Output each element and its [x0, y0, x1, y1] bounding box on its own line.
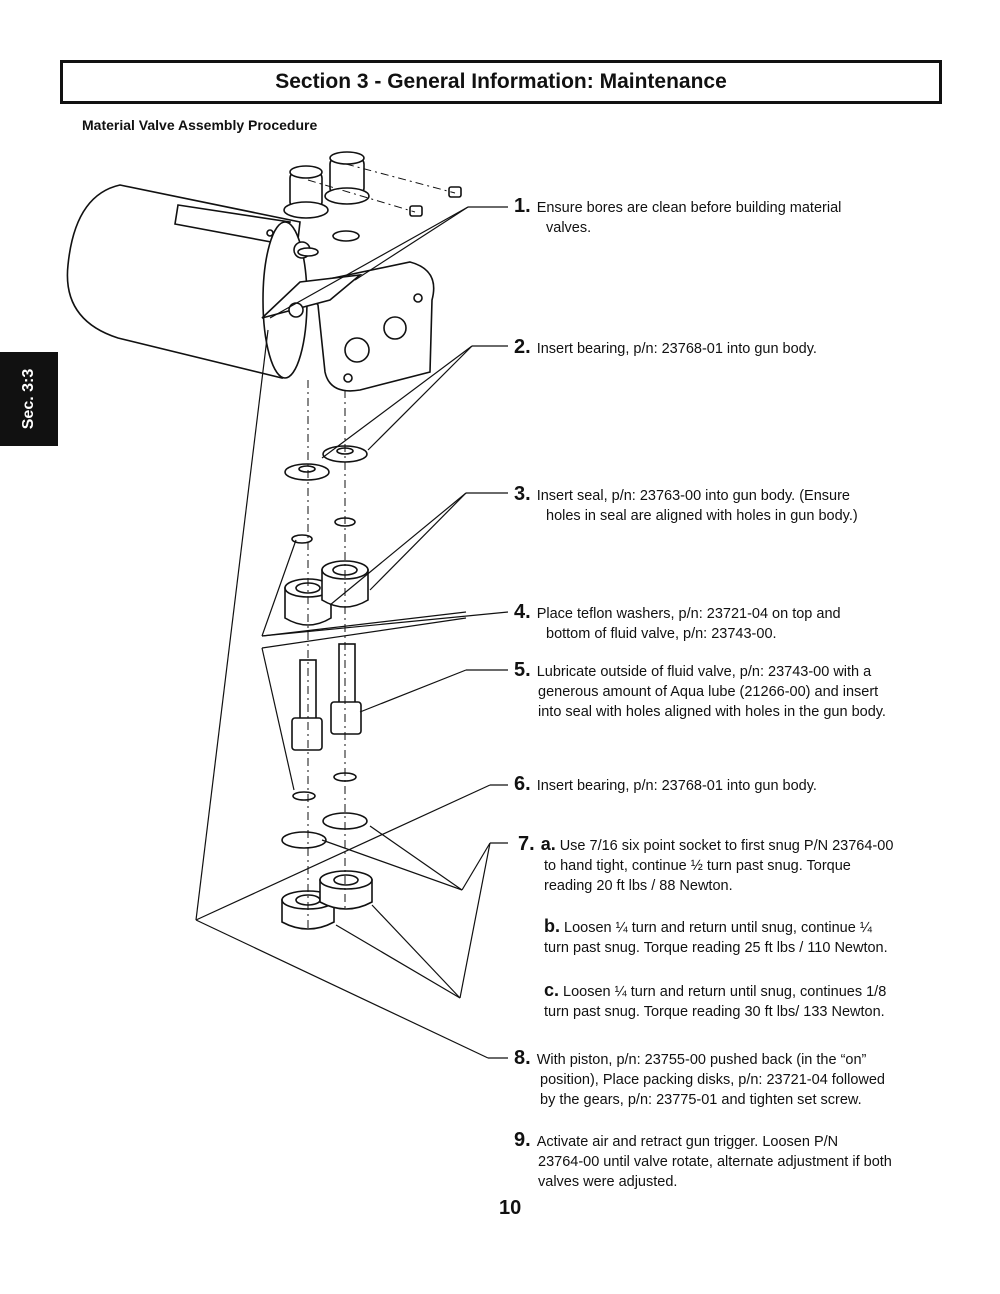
step-9-line-3: valves were adjusted. — [538, 1174, 678, 1190]
step-2-line-1: Insert bearing, p/n: 23768-01 into gun b… — [536, 341, 817, 357]
step-1-line-2: valves. — [546, 220, 592, 236]
valve-slot — [261, 273, 363, 319]
step-7a: 7.a.Use 7/16 six point socket to first s… — [518, 834, 948, 896]
valve-block-screw-hole — [343, 373, 353, 383]
seal-left — [284, 587, 332, 626]
packing-disk-top-right — [332, 230, 360, 242]
step-4-line-1: Place teflon washers, p/n: 23721-04 on t… — [536, 606, 841, 622]
step-8-line-1: With piston, p/n: 23755-00 pushed back (… — [536, 1052, 867, 1068]
step-9: 9. Activate air and retract gun trigger. … — [514, 1130, 954, 1192]
leader-step-4 — [261, 611, 509, 637]
step-5-line-2: generous amount of Aqua lube (21266-00) … — [538, 684, 879, 700]
washer-upper-left — [291, 534, 313, 544]
step-7c: c.Loosen ¼ turn and return until snug, c… — [544, 980, 954, 1022]
step-3: 3. Insert seal, p/n: 23763-00 into gun bo… — [514, 484, 934, 526]
valve-block-hole — [344, 337, 370, 363]
section-title: Section 3 - General Information: Mainten… — [275, 70, 727, 93]
step-7b-line-1: Loosen ¼ turn and return until snug, con… — [564, 920, 872, 936]
step-7a-line-3: reading 20 ft lbs / 88 Newton. — [544, 878, 733, 894]
step-7a-line-2: to hand tight, continue ½ turn past snug… — [544, 858, 851, 874]
step-9-number: 9. — [514, 1129, 531, 1151]
step-5-line-1: Lubricate outside of fluid valve, p/n: 2… — [536, 664, 872, 680]
step-6-line-1: Insert bearing, p/n: 23768-01 into gun b… — [536, 778, 817, 794]
body-bore — [288, 302, 304, 318]
step-9-line-1: Activate air and retract gun trigger. Lo… — [536, 1134, 839, 1150]
step-7b-line-2: turn past snug. Torque reading 25 ft lbs… — [544, 940, 888, 956]
fluid-valve-left-body — [291, 717, 323, 751]
gear-right-teeth — [324, 187, 370, 205]
gear-left-top — [289, 165, 323, 179]
step-7a-label: a. — [540, 834, 556, 854]
step-7b: b.Loosen ¼ turn and return until snug, c… — [544, 916, 954, 958]
packing-disk-top-left — [297, 247, 319, 257]
step-6-number: 6. — [514, 773, 531, 795]
gear-right-top — [329, 151, 365, 165]
step-5-line-3: into seal with holes aligned with holes … — [538, 704, 886, 720]
bearing-lower-left — [281, 831, 327, 849]
set-screw-axis-lower — [307, 179, 416, 213]
step-8-line-3: by the gears, p/n: 23775-01 and tighten … — [540, 1092, 862, 1108]
page-number: 10 — [499, 1197, 522, 1219]
section-side-tab: Sec. 3:3 — [0, 352, 58, 446]
step-5-number: 5. — [514, 659, 531, 681]
step-9-line-2: 23764-00 until valve rotate, alternate a… — [538, 1154, 892, 1170]
step-8: 8. With piston, p/n: 23755-00 pushed back… — [514, 1048, 944, 1110]
set-screw-axis-upper — [345, 163, 456, 194]
step-1: 1. Ensure bores are clean before building… — [514, 196, 934, 238]
step-7a-line-1: Use 7/16 six point socket to first snug … — [559, 838, 894, 854]
step-7c-line-2: turn past snug. Torque reading 30 ft lbs… — [544, 1004, 885, 1020]
step-5: 5. Lubricate outside of fluid valve, p/n:… — [514, 660, 954, 722]
step-7c-label: c. — [544, 980, 560, 1000]
step-6: 6. Insert bearing, p/n: 23768-01 into gun… — [514, 774, 934, 796]
gear-left-teeth — [283, 201, 329, 219]
valve-block-screw-hole — [413, 293, 423, 303]
step-3-line-1: Insert seal, p/n: 23763-00 into gun body… — [536, 488, 850, 504]
step-8-number: 8. — [514, 1047, 531, 1069]
step-2: 2. Insert bearing, p/n: 23768-01 into gun… — [514, 337, 934, 359]
body-set-screw-hole — [266, 229, 274, 237]
set-screw-upper — [448, 186, 462, 198]
step-3-number: 3. — [514, 483, 531, 505]
step-4: 4. Place teflon washers, p/n: 23721-04 on… — [514, 602, 934, 644]
step-2-number: 2. — [514, 336, 531, 358]
fluid-valve-right-body — [330, 701, 362, 735]
valve-block-hole — [383, 316, 407, 340]
step-7b-label: b. — [544, 916, 560, 936]
step-1-number: 1. — [514, 195, 531, 217]
step-3-line-2: holes in seal are aligned with holes in … — [546, 508, 858, 524]
section-header-box: Section 3 - General Information: Mainten… — [60, 60, 942, 104]
fluid-valve-right-shaft — [338, 643, 356, 705]
step-4-number: 4. — [514, 601, 531, 623]
procedure-subtitle: Material Valve Assembly Procedure — [82, 117, 318, 133]
washer-lower-left — [292, 791, 316, 801]
step-1-line-1: Ensure bores are clean before building m… — [536, 200, 842, 216]
step-7-number: 7. — [518, 833, 535, 855]
step-4-line-2: bottom of fluid valve, p/n: 23743-00. — [546, 626, 777, 642]
step-7c-line-1: Loosen ¼ turn and return until snug, con… — [563, 984, 887, 1000]
step-8-line-2: position), Place packing disks, p/n: 237… — [540, 1072, 885, 1088]
set-screw-lower — [409, 205, 423, 217]
